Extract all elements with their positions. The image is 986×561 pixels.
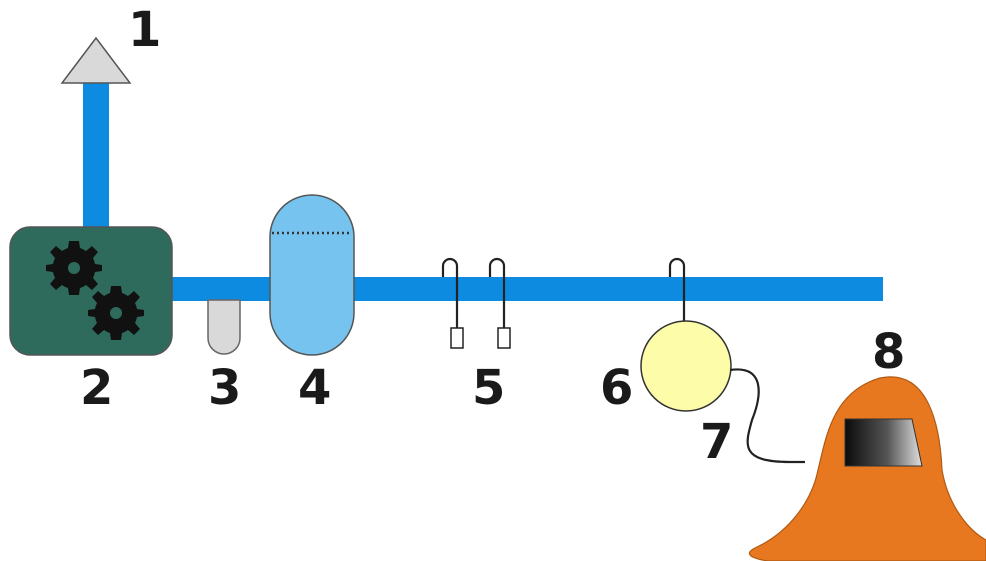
- label-6: 6: [600, 360, 633, 416]
- label-1: 1: [128, 2, 161, 58]
- vent-arrow-icon: [60, 36, 132, 84]
- supplied-air-hood: [748, 376, 986, 561]
- breathing-hose: [729, 368, 805, 464]
- gear-icon: [46, 241, 102, 295]
- label-2: 2: [80, 360, 113, 416]
- coupling-2: [488, 257, 511, 349]
- gear-icon: [88, 286, 144, 340]
- coupling-1: [441, 257, 464, 349]
- vent-pipe: [83, 78, 109, 238]
- label-7: 7: [700, 414, 733, 470]
- receiver-tank: [269, 194, 355, 356]
- label-5: 5: [472, 360, 505, 416]
- label-4: 4: [298, 360, 331, 416]
- label-8: 8: [872, 324, 905, 380]
- moisture-trap: [207, 299, 241, 355]
- regulator: [640, 320, 732, 412]
- label-3: 3: [208, 360, 241, 416]
- hood-visor: [844, 418, 923, 467]
- compressor: [9, 226, 173, 356]
- regulator-hose: [668, 257, 686, 322]
